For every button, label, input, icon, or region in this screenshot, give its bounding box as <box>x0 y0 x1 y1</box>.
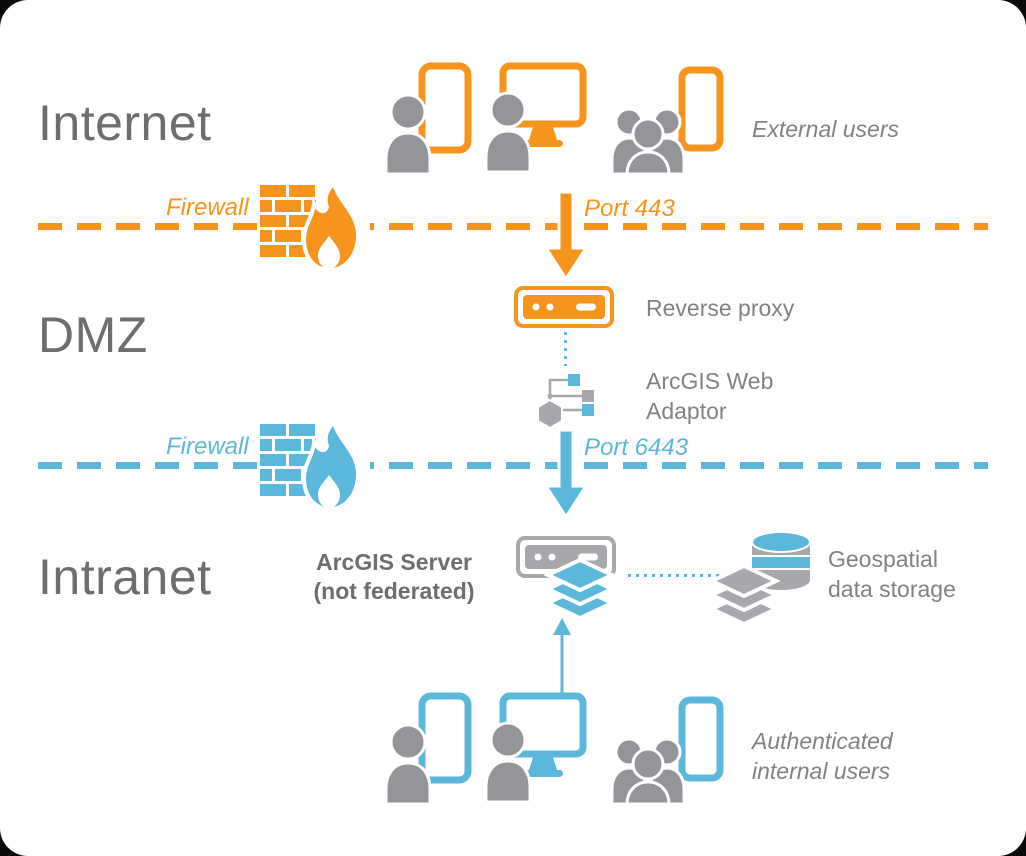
flame-icon <box>301 179 361 273</box>
web-adaptor-label-line1: ArcGIS Web <box>646 368 774 394</box>
person-icon <box>484 721 532 804</box>
front-person-icon <box>625 747 671 806</box>
phone-icon <box>678 696 724 782</box>
tablet-user-icon <box>384 692 472 806</box>
authenticated-users-caption-line2: internal users <box>752 758 891 784</box>
internet-zone-label: Internet <box>38 95 212 151</box>
desktop-user-icon <box>484 692 587 804</box>
geospatial-storage-icon <box>707 531 811 627</box>
firewall-bottom-icon <box>258 418 370 512</box>
server-storage-connector <box>628 574 720 577</box>
authenticated-users-caption: Authenticated internal users <box>752 726 893 786</box>
group-users-icon <box>610 66 724 176</box>
phone-icon <box>678 66 724 152</box>
data-layers-icon <box>707 563 781 627</box>
firewall-top-line <box>38 223 988 230</box>
external-users-caption: External users <box>752 116 900 142</box>
proxy-adaptor-connector <box>564 332 567 366</box>
tablet-icon <box>418 62 472 154</box>
storage-label-line2: data storage <box>828 576 956 602</box>
arcgis-server-label-line2: (not federated) <box>313 578 475 604</box>
person-icon <box>384 723 432 806</box>
firewall-top-icon <box>258 179 370 273</box>
person-icon <box>384 93 432 176</box>
port-6443-label: Port 6443 <box>584 434 689 461</box>
internal-users-arrow-up-icon <box>553 618 571 694</box>
authenticated-users-caption-line1: Authenticated <box>752 728 893 754</box>
intranet-zone-label: Intranet <box>38 549 212 605</box>
arcgis-server-label: ArcGIS Server (not federated) <box>296 548 492 606</box>
web-adaptor-icon <box>537 374 594 430</box>
storage-label-line1: Geospatial <box>828 546 938 572</box>
service-layers-icon <box>543 557 617 621</box>
desktop-user-icon <box>484 62 587 174</box>
dmz-zone-label: DMZ <box>38 307 148 363</box>
arcgis-server-label-line1: ArcGIS Server <box>316 549 472 575</box>
port-443-arrow-down-icon <box>543 190 589 282</box>
reverse-proxy-label: Reverse proxy <box>646 295 795 321</box>
firewall-bottom-line <box>38 462 988 469</box>
web-adaptor-label: ArcGIS Web Adaptor <box>646 366 773 426</box>
arcgis-server-icon <box>516 536 617 621</box>
tablet-icon <box>418 692 472 784</box>
reverse-proxy-icon <box>514 286 614 328</box>
storage-label: Geospatial data storage <box>828 544 956 604</box>
tablet-user-icon <box>384 62 472 176</box>
person-icon <box>484 91 532 174</box>
flame-icon <box>301 418 361 512</box>
front-person-icon <box>625 117 671 176</box>
port-6443-arrow-down-icon <box>543 428 589 520</box>
firewall-bottom-label: Firewall <box>166 433 249 460</box>
hexagon-icon <box>537 398 563 430</box>
firewall-top-label: Firewall <box>166 194 249 221</box>
port-443-label: Port 443 <box>584 195 675 222</box>
web-adaptor-label-line2: Adaptor <box>646 398 727 424</box>
group-users-icon <box>610 696 724 806</box>
